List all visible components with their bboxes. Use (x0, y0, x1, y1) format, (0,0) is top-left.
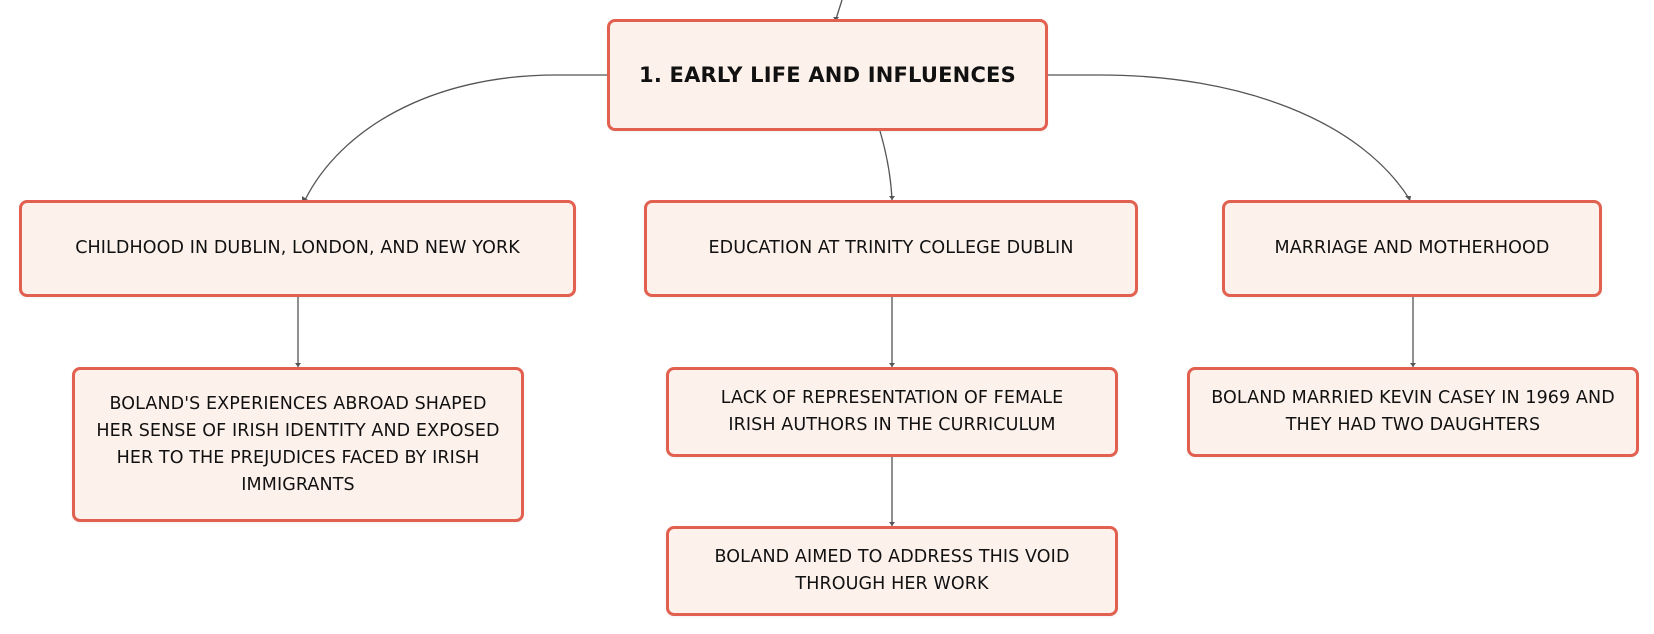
node-label: BOLAND'S EXPERIENCES ABROAD SHAPED HER S… (96, 393, 500, 495)
node-address-void[interactable]: BOLAND AIMED TO ADDRESS THIS VOID THROUG… (666, 526, 1118, 616)
node-education[interactable]: EDUCATION AT TRINITY COLLEGE DUBLIN (644, 200, 1138, 297)
node-label: 1. EARLY LIFE AND INFLUENCES (639, 62, 1016, 87)
node-label: CHILDHOOD IN DUBLIN, LONDON, AND NEW YOR… (75, 238, 520, 258)
node-marriage[interactable]: MARRIAGE AND MOTHERHOOD (1222, 200, 1602, 297)
node-label: BOLAND MARRIED KEVIN CASEY IN 1969 AND T… (1211, 388, 1615, 435)
connector-root-education (879, 130, 893, 201)
node-label: MARRIAGE AND MOTHERHOOD (1274, 238, 1550, 258)
node-experiences-abroad[interactable]: BOLAND'S EXPERIENCES ABROAD SHAPED HER S… (72, 367, 524, 522)
node-married-kevin-casey[interactable]: BOLAND MARRIED KEVIN CASEY IN 1969 AND T… (1187, 367, 1639, 457)
node-childhood[interactable]: CHILDHOOD IN DUBLIN, LONDON, AND NEW YOR… (19, 200, 576, 297)
connector-incoming-root (835, 0, 843, 20)
connector-root-childhood (304, 74, 607, 201)
node-label: EDUCATION AT TRINITY COLLEGE DUBLIN (708, 238, 1074, 258)
node-lack-of-representation[interactable]: LACK OF REPRESENTATION OF FEMALE IRISH A… (666, 367, 1118, 457)
connector-root-marriage (1048, 74, 1411, 201)
node-label: BOLAND AIMED TO ADDRESS THIS VOID THROUG… (714, 547, 1070, 594)
node-label: LACK OF REPRESENTATION OF FEMALE IRISH A… (720, 388, 1064, 435)
node-early-life-and-influences[interactable]: 1. EARLY LIFE AND INFLUENCES (607, 19, 1048, 131)
